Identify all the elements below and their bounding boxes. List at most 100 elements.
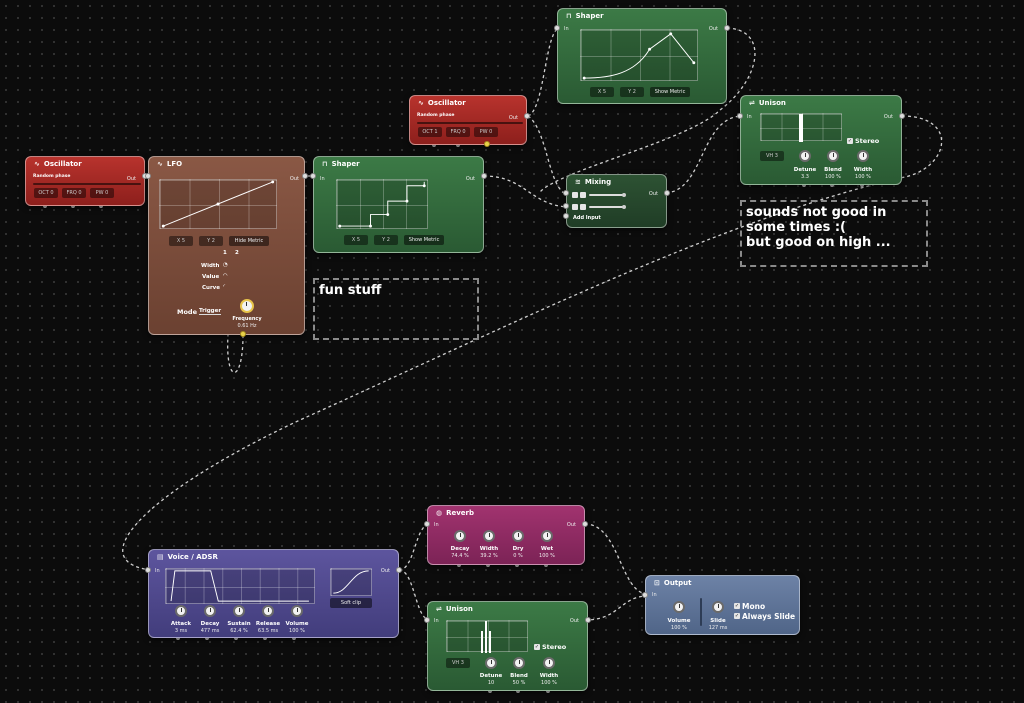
comment-box-sounds[interactable]: sounds not good in some times :( but goo… (740, 200, 928, 267)
mono-checkbox[interactable]: ✓ (734, 603, 740, 609)
param-port[interactable] (457, 563, 461, 567)
value-toggle[interactable]: ◠ (223, 273, 228, 279)
pw-field[interactable]: PW 0 (474, 127, 498, 137)
release-knob[interactable] (262, 605, 274, 617)
y-field[interactable]: Y 2 (620, 87, 644, 97)
param-port[interactable] (516, 689, 520, 693)
shaper-node-left[interactable]: ⊓Shaper In Out X 5 Y 2 Show Metric (313, 156, 484, 253)
curve-toggle[interactable]: ◜ (223, 284, 226, 290)
mix-input-2-handle[interactable] (622, 205, 626, 209)
reverb-node[interactable]: ◍Reverb In Out Decay 74.4 % Width 39.2 %… (427, 505, 585, 565)
sustain-knob[interactable] (233, 605, 245, 617)
decay-knob[interactable] (454, 530, 466, 542)
shaper-top-out-port[interactable] (724, 25, 730, 31)
param-port[interactable] (486, 563, 490, 567)
lfo-curve-graph[interactable] (159, 179, 277, 229)
y-field[interactable]: Y 2 (374, 235, 398, 245)
volume-knob[interactable] (673, 601, 685, 613)
lfo-node[interactable]: ∿LFO Out X 5 Y 2 Hide Metric 1 2 Width V… (148, 156, 305, 335)
mix-input-1-toggle-a[interactable] (572, 192, 578, 198)
unison-node-bottom[interactable]: ⇌Unison In Out ✓ Stereo VH 3 Detune 10 B… (427, 601, 588, 691)
lfo-out-port[interactable] (302, 173, 308, 179)
pw-field[interactable]: PW 0 (90, 188, 114, 198)
x-field[interactable]: X 5 (344, 235, 368, 245)
decay-knob[interactable] (204, 605, 216, 617)
always-slide-checkbox[interactable]: ✓ (734, 613, 740, 619)
param-port[interactable] (546, 689, 550, 693)
mode-select[interactable]: Trigger (199, 308, 222, 315)
voice-in-port[interactable] (145, 567, 151, 573)
hide-metric-button[interactable]: Hide Metric (229, 236, 269, 246)
width-knob[interactable] (483, 530, 495, 542)
param-port[interactable] (488, 689, 492, 693)
phase-slider[interactable] (417, 122, 523, 124)
param-port[interactable] (263, 636, 267, 640)
phase-slider[interactable] (33, 183, 141, 185)
shaper-left-in-port[interactable] (310, 173, 316, 179)
mixing-add-port[interactable] (563, 213, 569, 219)
slide-knob[interactable] (712, 601, 724, 613)
param-port[interactable] (43, 204, 47, 208)
width-toggle[interactable]: ◔ (223, 262, 228, 268)
param-port[interactable] (292, 636, 296, 640)
oscillator-node-1[interactable]: ∿Oscillator Out Random phase OCT 0 FRQ 0… (25, 156, 145, 206)
shaper-left-out-port[interactable] (481, 173, 487, 179)
output-in-port[interactable] (642, 592, 648, 598)
lfo-in-port[interactable] (145, 173, 151, 179)
soft-clip-select[interactable]: Soft clip (330, 598, 372, 608)
mix-input-2-toggle-b[interactable] (580, 204, 586, 210)
shaper-curve-graph[interactable] (580, 29, 698, 81)
param-port[interactable] (176, 636, 180, 640)
soft-clip-graph[interactable] (330, 568, 372, 596)
blend-knob[interactable] (513, 657, 525, 669)
mixing-in-port-2[interactable] (563, 203, 569, 209)
wet-knob[interactable] (541, 530, 553, 542)
mix-input-1-slider[interactable] (589, 194, 625, 196)
param-port[interactable] (802, 183, 806, 187)
width-knob[interactable] (543, 657, 555, 669)
mixing-node[interactable]: ≋Mixing Out Add Input (566, 174, 667, 228)
unison-top-out-port[interactable] (899, 113, 905, 119)
voice-adsr-node[interactable]: ▤Voice / ADSR In Out Soft clip Attack 3 … (148, 549, 399, 638)
add-input-button[interactable]: Add Input (573, 215, 601, 221)
shaper-top-in-port[interactable] (554, 25, 560, 31)
width-knob[interactable] (857, 150, 869, 162)
blend-knob[interactable] (827, 150, 839, 162)
voice-out-port[interactable] (396, 567, 402, 573)
param-port[interactable] (515, 563, 519, 567)
comment-box-fun[interactable]: fun stuff (313, 278, 479, 340)
mix-input-2-slider[interactable] (589, 206, 625, 208)
param-port[interactable] (99, 204, 103, 208)
y-field[interactable]: Y 2 (199, 236, 223, 246)
dry-knob[interactable] (512, 530, 524, 542)
oscillator-node-2[interactable]: ∿Oscillator Out Random phase OCT 1 FRQ 0… (409, 95, 527, 145)
unison-node-top[interactable]: ⇌Unison In Out ✓ Stereo VH 3 Detune 3.3 … (740, 95, 902, 185)
show-metric-button[interactable]: Show Metric (650, 87, 690, 97)
x-field[interactable]: X 5 (590, 87, 614, 97)
unison-top-in-port[interactable] (737, 113, 743, 119)
show-metric-button[interactable]: Show Metric (404, 235, 444, 245)
unison-bottom-in-port[interactable] (424, 617, 430, 623)
param-port[interactable] (860, 183, 864, 187)
oct-field[interactable]: OCT 1 (418, 127, 442, 137)
osc2-mod-port[interactable] (484, 141, 490, 147)
output-node[interactable]: ⊡Output In Volume 100 % Slide 127 ms ✓ M… (645, 575, 800, 635)
frq-field[interactable]: FRQ 0 (62, 188, 86, 198)
reverb-in-port[interactable] (424, 521, 430, 527)
frequency-knob[interactable] (240, 299, 254, 313)
detune-knob[interactable] (485, 657, 497, 669)
x-field[interactable]: X 5 (169, 236, 193, 246)
reverb-out-port[interactable] (582, 521, 588, 527)
stereo-checkbox[interactable]: ✓ (534, 644, 540, 650)
volume-knob[interactable] (291, 605, 303, 617)
param-port[interactable] (830, 183, 834, 187)
param-port[interactable] (205, 636, 209, 640)
param-port[interactable] (432, 143, 436, 147)
param-port[interactable] (234, 636, 238, 640)
param-port[interactable] (544, 563, 548, 567)
param-port[interactable] (456, 143, 460, 147)
mix-input-1-handle[interactable] (622, 193, 626, 197)
adsr-envelope-graph[interactable] (165, 568, 315, 604)
detune-knob[interactable] (799, 150, 811, 162)
osc2-out-port[interactable] (524, 113, 530, 119)
